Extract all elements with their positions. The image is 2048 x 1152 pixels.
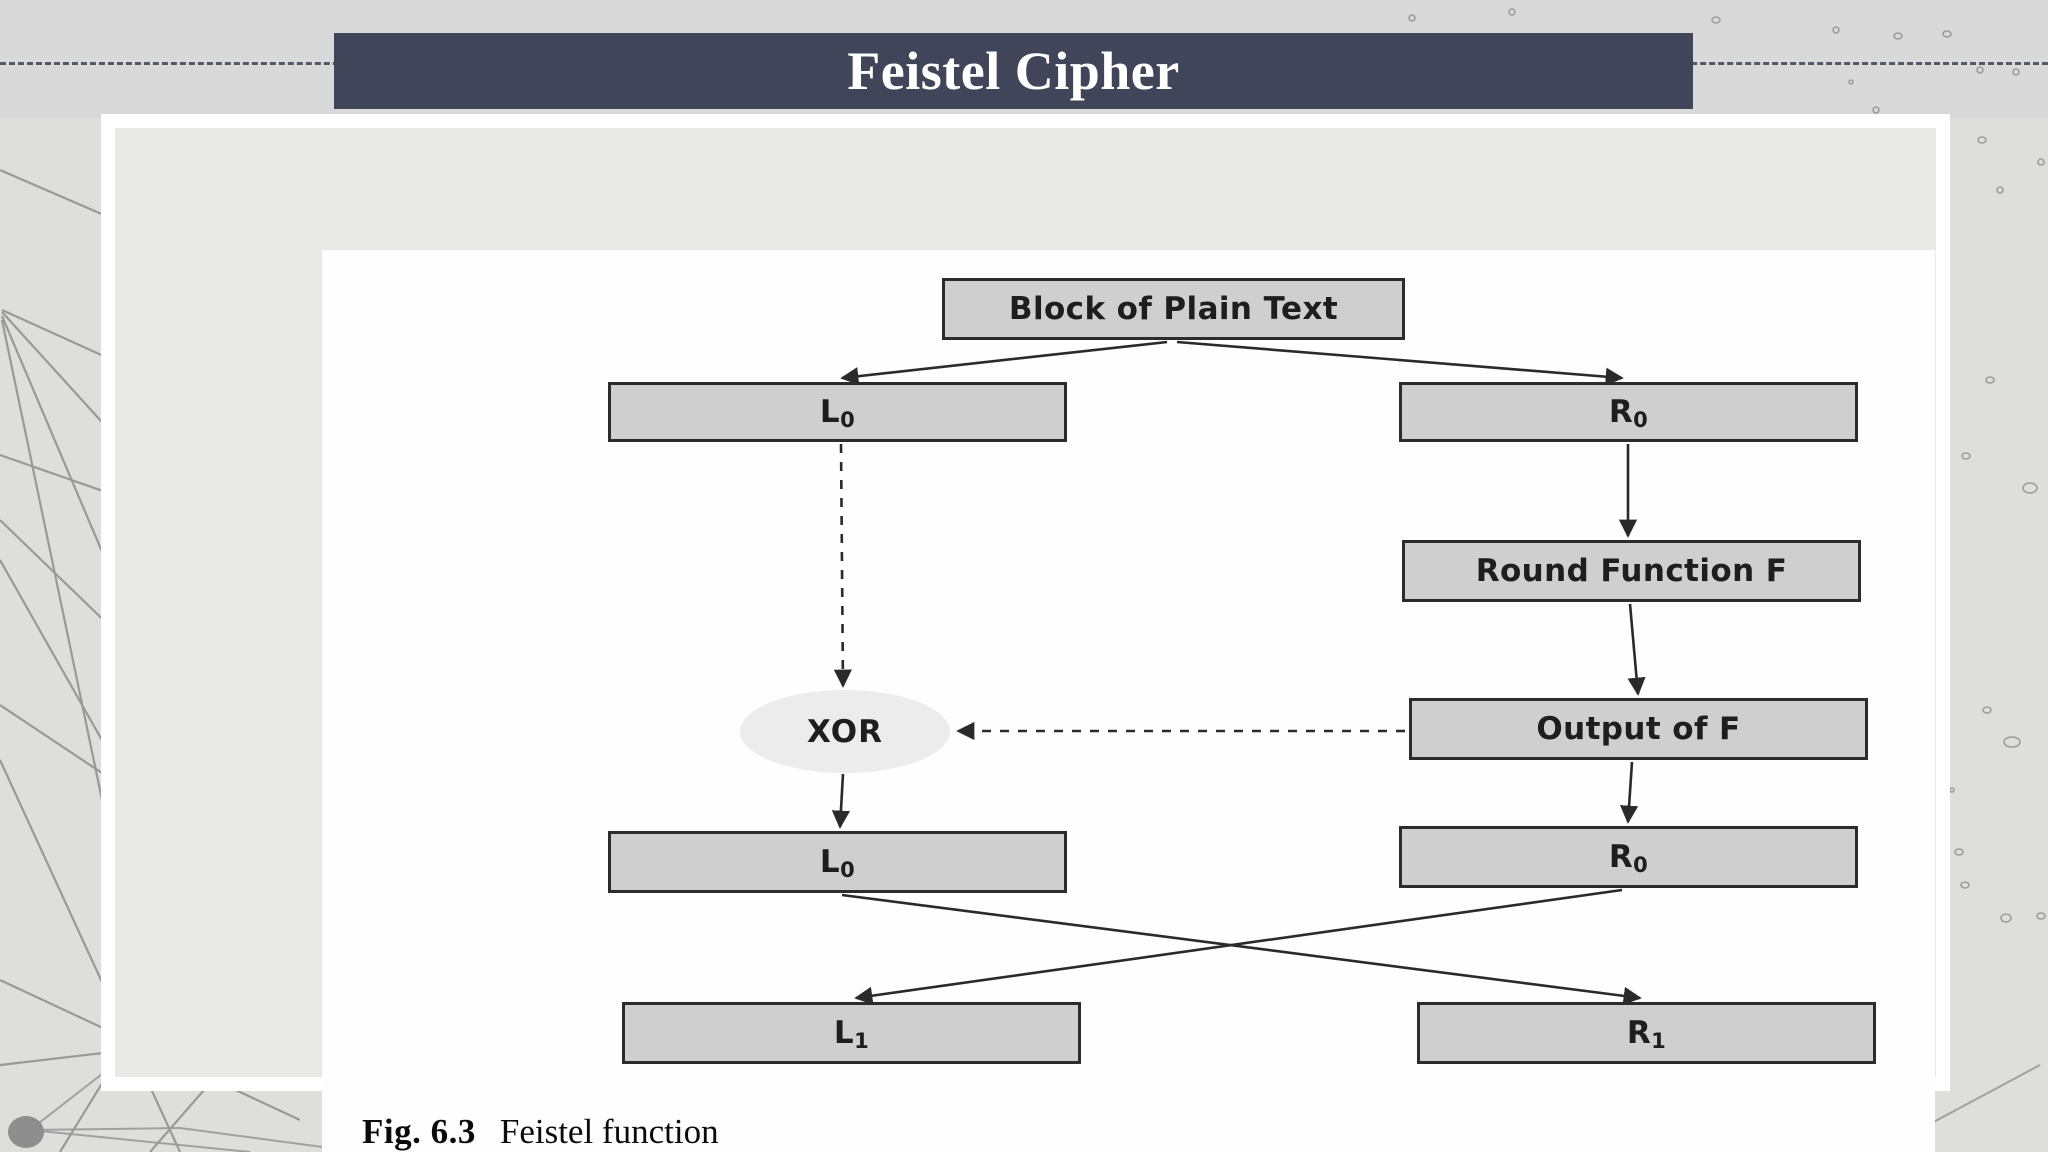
feistel-diagram: Block of Plain Text L0 R0 Round Function… xyxy=(322,250,1935,1110)
figure-caption-number: Fig. 6.3 xyxy=(362,1112,476,1151)
node-r0-initial: R0 xyxy=(1399,382,1858,442)
node-xor: XOR xyxy=(740,690,950,773)
node-r0-result: R0 xyxy=(1399,826,1858,888)
node-l1: L1 xyxy=(622,1002,1081,1064)
content-card: Block of Plain Text L0 R0 Round Function… xyxy=(101,114,1950,1152)
node-label: R0 xyxy=(1608,838,1649,877)
node-output-of-f: Output of F xyxy=(1409,698,1868,760)
figure-caption: Fig. 6.3 Feistel function xyxy=(362,1112,719,1152)
node-label: R0 xyxy=(1608,393,1649,432)
node-label: XOR xyxy=(806,713,884,750)
node-label: L0 xyxy=(819,843,856,882)
node-l0-initial: L0 xyxy=(608,382,1067,442)
figure-sheet: Block of Plain Text L0 R0 Round Function… xyxy=(322,250,1935,1152)
figure-caption-text: Feistel function xyxy=(499,1112,719,1151)
node-label: Block of Plain Text xyxy=(1008,290,1339,327)
node-round-function-f: Round Function F xyxy=(1402,540,1861,602)
diagram-connectors xyxy=(831,340,1646,1005)
node-label: Output of F xyxy=(1536,710,1741,747)
node-l0-result: L0 xyxy=(608,831,1067,893)
slide-title-banner: Feistel Cipher xyxy=(334,33,1693,109)
node-label: L1 xyxy=(833,1014,870,1053)
node-label: R1 xyxy=(1626,1014,1667,1053)
node-label: Round Function F xyxy=(1475,552,1788,589)
page-title: Feistel Cipher xyxy=(847,41,1180,101)
node-label: L0 xyxy=(819,393,856,432)
node-block-of-plain-text: Block of Plain Text xyxy=(942,278,1405,340)
node-r1: R1 xyxy=(1417,1002,1876,1064)
